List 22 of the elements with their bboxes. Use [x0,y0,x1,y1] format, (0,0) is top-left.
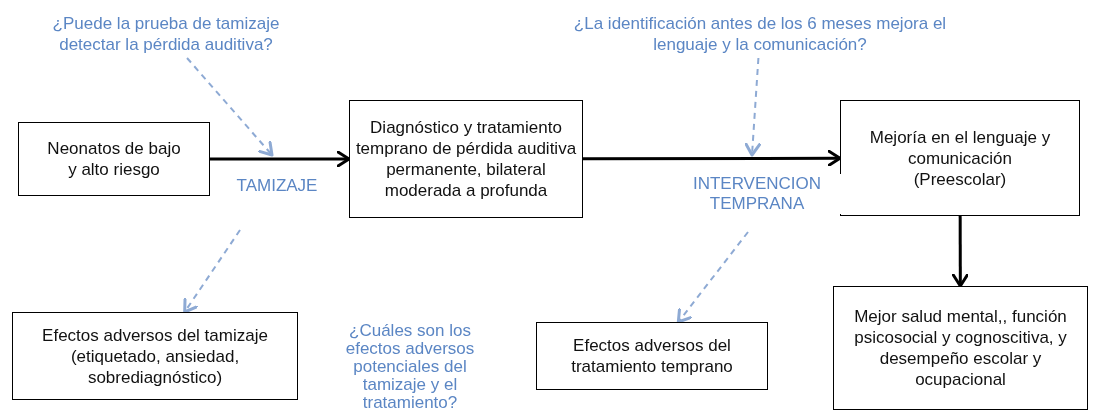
adverse-effect-box [12,312,298,400]
box-text: Mejor salud mental,, función psicosocial y cognoscitiva, y desempeño escolar y ocupacional [853,306,1068,390]
question-text: ¿Puede la prueba de tamizaje detectar la pérdida auditiva? [51,13,281,55]
arrow [951,216,969,288]
dashed-pointer-arrow [676,231,749,324]
dashed-pointer-arrow [186,57,274,157]
dashed-pointer-arrow [183,229,241,314]
question-text: ¿La identificación antes de los 6 meses mejora el lenguaje y la comunicación? [572,13,948,55]
box-text: Efectos adversos del tamizaje (etiquetado, ansiedad, sobrediagnóstico) [41,324,269,388]
dashed-pointer-arrow [744,57,762,157]
adverse-effect-box [536,322,768,390]
process-box [18,122,210,196]
box-text: Efectos adversos del tratamiento temprano [570,335,734,377]
outcome-box [833,286,1088,410]
box-text: Neonatos de bajo y alto riesgo [46,138,182,180]
question-text: ¿Cuáles son los efectos adversos potenciales del tamizaje y el tratamiento? [344,322,476,412]
box-text: Diagnóstico y tratamiento temprano de pérdida auditiva permanente, bilateral moderada a profunda [354,117,578,201]
arrow [210,150,351,168]
box-text: Mejoría en el lenguaje y comunicación (Preescolar) [868,126,1052,190]
process-box [349,100,583,218]
arrow [583,149,842,167]
outcome-box [840,100,1080,216]
